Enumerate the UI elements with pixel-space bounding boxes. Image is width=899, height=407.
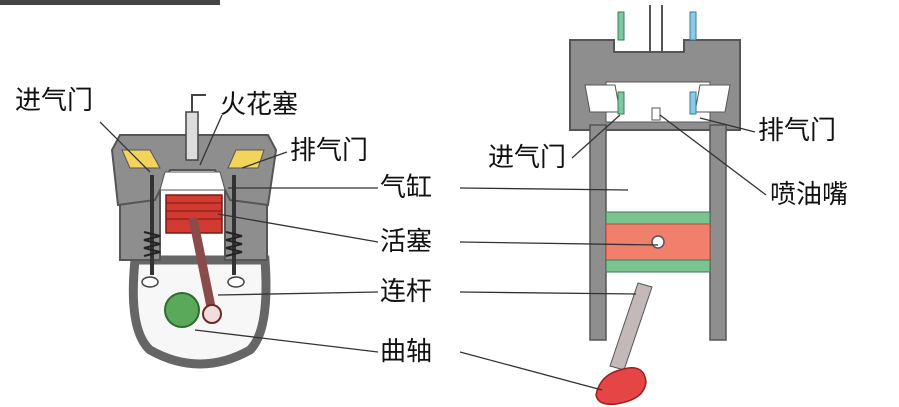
label-fuel-injector: 喷油嘴: [770, 180, 849, 210]
piston-ring-bottom: [605, 259, 711, 273]
gasoline-engine: [110, 94, 278, 369]
crank-right: [595, 367, 647, 406]
label-left-intake-valve: 进气门: [15, 86, 94, 116]
exhaust-valve-stem: [689, 11, 697, 41]
piston-ring-top: [605, 211, 711, 225]
label-spark-plug: 火花塞: [220, 90, 299, 120]
left-cam: [141, 276, 159, 288]
right-cam: [227, 276, 245, 288]
label-piston: 活塞: [380, 227, 433, 257]
cylinder-wall-right-right: [709, 124, 727, 341]
label-left-exhaust-valve: 排气门: [290, 136, 369, 166]
connecting-rod-right: [609, 282, 653, 371]
spark-plug: [185, 111, 199, 161]
combustion-chamber: [159, 171, 226, 191]
intake-port: [121, 149, 161, 169]
left-valve-spring: [143, 231, 161, 257]
label-right-exhaust-valve: 排气门: [758, 116, 837, 146]
crankshaft: [164, 292, 200, 328]
top-left-artifact: [0, 0, 220, 5]
diesel-engine: [569, 5, 741, 406]
label-crankshaft: 曲轴: [380, 337, 433, 367]
label-connecting-rod: 连杆: [380, 277, 433, 307]
right-valve-spring: [225, 231, 243, 257]
fuel-injector: [651, 107, 661, 121]
connecting-rod: [188, 217, 217, 313]
leader-lines: [99, 114, 767, 391]
wrist-pin: [651, 235, 665, 249]
label-right-intake-valve: 进气门: [488, 143, 567, 173]
cylinder-wall-left-right: [589, 124, 607, 341]
label-cylinder: 气缸: [380, 173, 433, 203]
intake-valve-stem: [617, 11, 625, 41]
